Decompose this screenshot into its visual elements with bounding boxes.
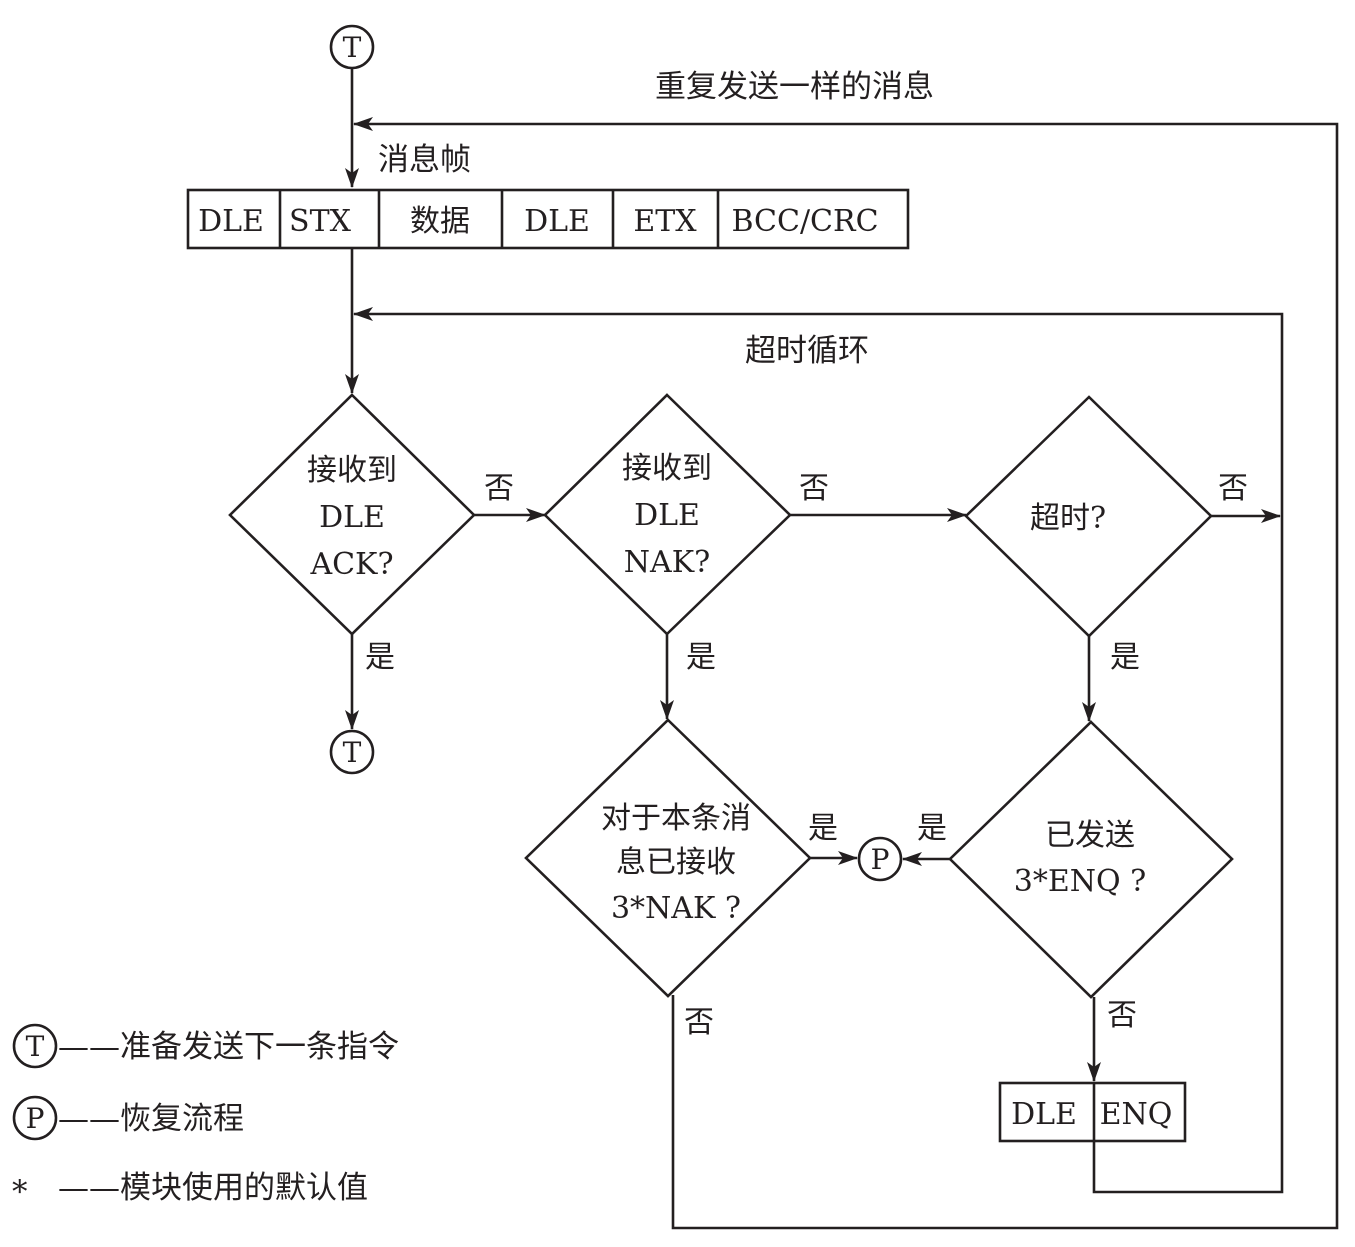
svg-text:接收到: 接收到 xyxy=(307,453,397,488)
decision-timeout: 超时? xyxy=(964,395,1213,638)
frame-cell-bcc-crc: BCC/CRC xyxy=(731,204,878,239)
nak3-yes-label: 是 xyxy=(808,811,838,846)
end-connector-t: T xyxy=(329,729,375,775)
start-connector-t: T xyxy=(329,24,375,70)
timeout-no-label: 否 xyxy=(1218,471,1248,506)
nak3-no-label: 否 xyxy=(684,1005,714,1040)
decision-ack: 接收到 DLE ACK? xyxy=(228,393,476,636)
enq3-no-label: 否 xyxy=(1107,998,1137,1033)
svg-text:T: T xyxy=(343,736,362,769)
svg-text:DLE: DLE xyxy=(319,500,385,535)
svg-text:已发送: 已发送 xyxy=(1045,818,1135,853)
repeat-loop-label: 重复发送一样的消息 xyxy=(655,69,934,105)
frame-title: 消息帧 xyxy=(378,142,471,178)
nak-no-label: 否 xyxy=(799,471,829,506)
ack-no-label: 否 xyxy=(484,471,514,506)
nak-yes-label: 是 xyxy=(686,640,716,675)
legend-star: * ——模块使用的默认值 xyxy=(12,1170,368,1210)
enq3-yes-label: 是 xyxy=(917,811,947,846)
repeat-loop-line xyxy=(353,117,1339,1230)
svg-text:ENQ: ENQ xyxy=(1100,1097,1173,1132)
message-frame: DLE STX 数据 DLE ETX BCC/CRC xyxy=(186,188,910,250)
enq-frame: DLE ENQ xyxy=(998,1081,1187,1143)
svg-text:ACK?: ACK? xyxy=(309,547,393,582)
svg-text:NAK?: NAK? xyxy=(624,545,710,580)
svg-text:DLE: DLE xyxy=(634,498,700,533)
svg-text:3*ENQ ?: 3*ENQ ? xyxy=(1014,864,1146,899)
recover-connector-p: P xyxy=(857,836,903,882)
legend-p: P ——恢复流程 xyxy=(12,1095,244,1141)
frame-cell-data: 数据 xyxy=(410,204,470,239)
svg-text:——准备发送下一条指令: ——准备发送下一条指令 xyxy=(58,1029,399,1065)
svg-text:3*NAK ?: 3*NAK ? xyxy=(611,891,741,926)
svg-text:P: P xyxy=(871,843,890,876)
svg-text:息已接收: 息已接收 xyxy=(616,845,736,880)
svg-text:P: P xyxy=(26,1102,45,1135)
timeout-yes-label: 是 xyxy=(1110,640,1140,675)
frame-cell-stx: STX xyxy=(289,204,352,239)
svg-text:*: * xyxy=(12,1174,28,1210)
svg-text:超时?: 超时? xyxy=(1030,501,1106,536)
svg-text:接收到: 接收到 xyxy=(622,451,712,486)
decision-nak: 接收到 DLE NAK? xyxy=(543,393,792,636)
svg-text:T: T xyxy=(26,1030,45,1063)
timeout-loop-label: 超时循环 xyxy=(745,333,869,369)
legend-t: T ——准备发送下一条指令 xyxy=(12,1023,399,1069)
decision-enq3: 已发送 3*ENQ ? xyxy=(948,720,1234,999)
svg-text:对于本条消: 对于本条消 xyxy=(601,801,751,836)
svg-text:T: T xyxy=(343,31,362,64)
frame-cell-dle-2: DLE xyxy=(524,204,590,239)
decision-nak3: 对于本条消 息已接收 3*NAK ? xyxy=(524,718,812,998)
legend: T ——准备发送下一条指令 P ——恢复流程 * ——模块使用的默认值 xyxy=(12,1023,399,1210)
svg-text:——恢复流程: ——恢复流程 xyxy=(58,1101,244,1137)
ack-yes-label: 是 xyxy=(365,640,395,675)
svg-text:DLE: DLE xyxy=(1011,1097,1077,1132)
frame-cell-etx: ETX xyxy=(633,204,697,239)
frame-cell-dle: DLE xyxy=(198,204,264,239)
timeout-loop-line xyxy=(353,307,1284,1194)
svg-text:——模块使用的默认值: ——模块使用的默认值 xyxy=(58,1170,368,1206)
